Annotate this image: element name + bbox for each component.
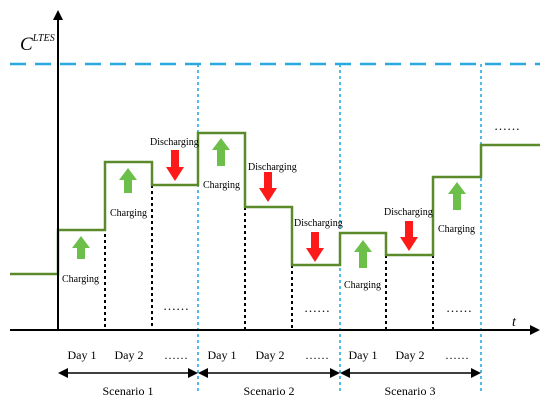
day-labels: Day 1 Day 2 …… Day 1 Day 2 …… Day 1 Day … xyxy=(68,348,470,362)
discharging-arrow-icon xyxy=(259,172,277,202)
arrow-right-icon xyxy=(471,368,481,378)
ellipsis-text: …… xyxy=(446,300,472,315)
day-label: Day 2 xyxy=(115,348,144,362)
charging-arrow-icon xyxy=(448,182,466,210)
day-label: Day 2 xyxy=(396,348,425,362)
scenario-spans xyxy=(58,368,481,378)
day-label: Day 1 xyxy=(349,348,378,362)
action-label: Discharging xyxy=(248,162,297,173)
action-label: Charging xyxy=(62,274,99,285)
time-axis-label: t xyxy=(512,315,517,330)
day-label: Day 1 xyxy=(68,348,97,362)
charging-arrow-icon xyxy=(72,236,90,259)
scenario-label: Scenario 1 xyxy=(103,384,154,398)
action-label: Charging xyxy=(438,224,475,235)
arrow-right-icon xyxy=(330,368,340,378)
day-label: …… xyxy=(164,348,188,362)
discharging-arrow-icon xyxy=(400,221,418,251)
scenario-label: Scenario 3 xyxy=(385,384,436,398)
action-label: Discharging xyxy=(294,218,343,229)
arrow-left-icon xyxy=(340,368,350,378)
scenario-label: Scenario 2 xyxy=(244,384,295,398)
day-label: …… xyxy=(305,348,329,362)
arrow-left-icon xyxy=(58,368,68,378)
discharging-arrows xyxy=(166,150,418,262)
charging-arrow-icon xyxy=(354,240,372,268)
action-label: Charging xyxy=(110,208,147,219)
storage-level-curve xyxy=(10,131,540,276)
ellipsis-text: …… xyxy=(304,300,330,315)
scenario-labels: Scenario 1 Scenario 2 Scenario 3 xyxy=(103,384,436,398)
action-label: Charging xyxy=(344,280,381,291)
ellipsis-text: …… xyxy=(494,118,520,133)
discharging-arrow-icon xyxy=(166,150,184,181)
charging-arrows xyxy=(72,138,466,268)
arrow-left-icon xyxy=(198,368,208,378)
action-label: Discharging xyxy=(384,207,433,218)
day-label: Day 2 xyxy=(256,348,285,362)
arrow-right-icon xyxy=(188,368,198,378)
action-labels: Charging Charging Discharging Charging D… xyxy=(62,137,475,291)
charging-arrow-icon xyxy=(212,138,230,166)
day-boundaries xyxy=(104,162,434,330)
ellipsis-text: …… xyxy=(163,298,189,313)
discharging-arrow-icon xyxy=(306,232,324,262)
inner-ellipses: …… …… …… …… xyxy=(163,118,520,315)
charging-arrow-icon xyxy=(119,168,137,193)
action-label: Discharging xyxy=(150,137,199,148)
action-label: Charging xyxy=(203,180,240,191)
day-label: …… xyxy=(445,348,469,362)
day-label: Day 1 xyxy=(208,348,237,362)
capacity-label: CLTES xyxy=(20,33,55,55)
